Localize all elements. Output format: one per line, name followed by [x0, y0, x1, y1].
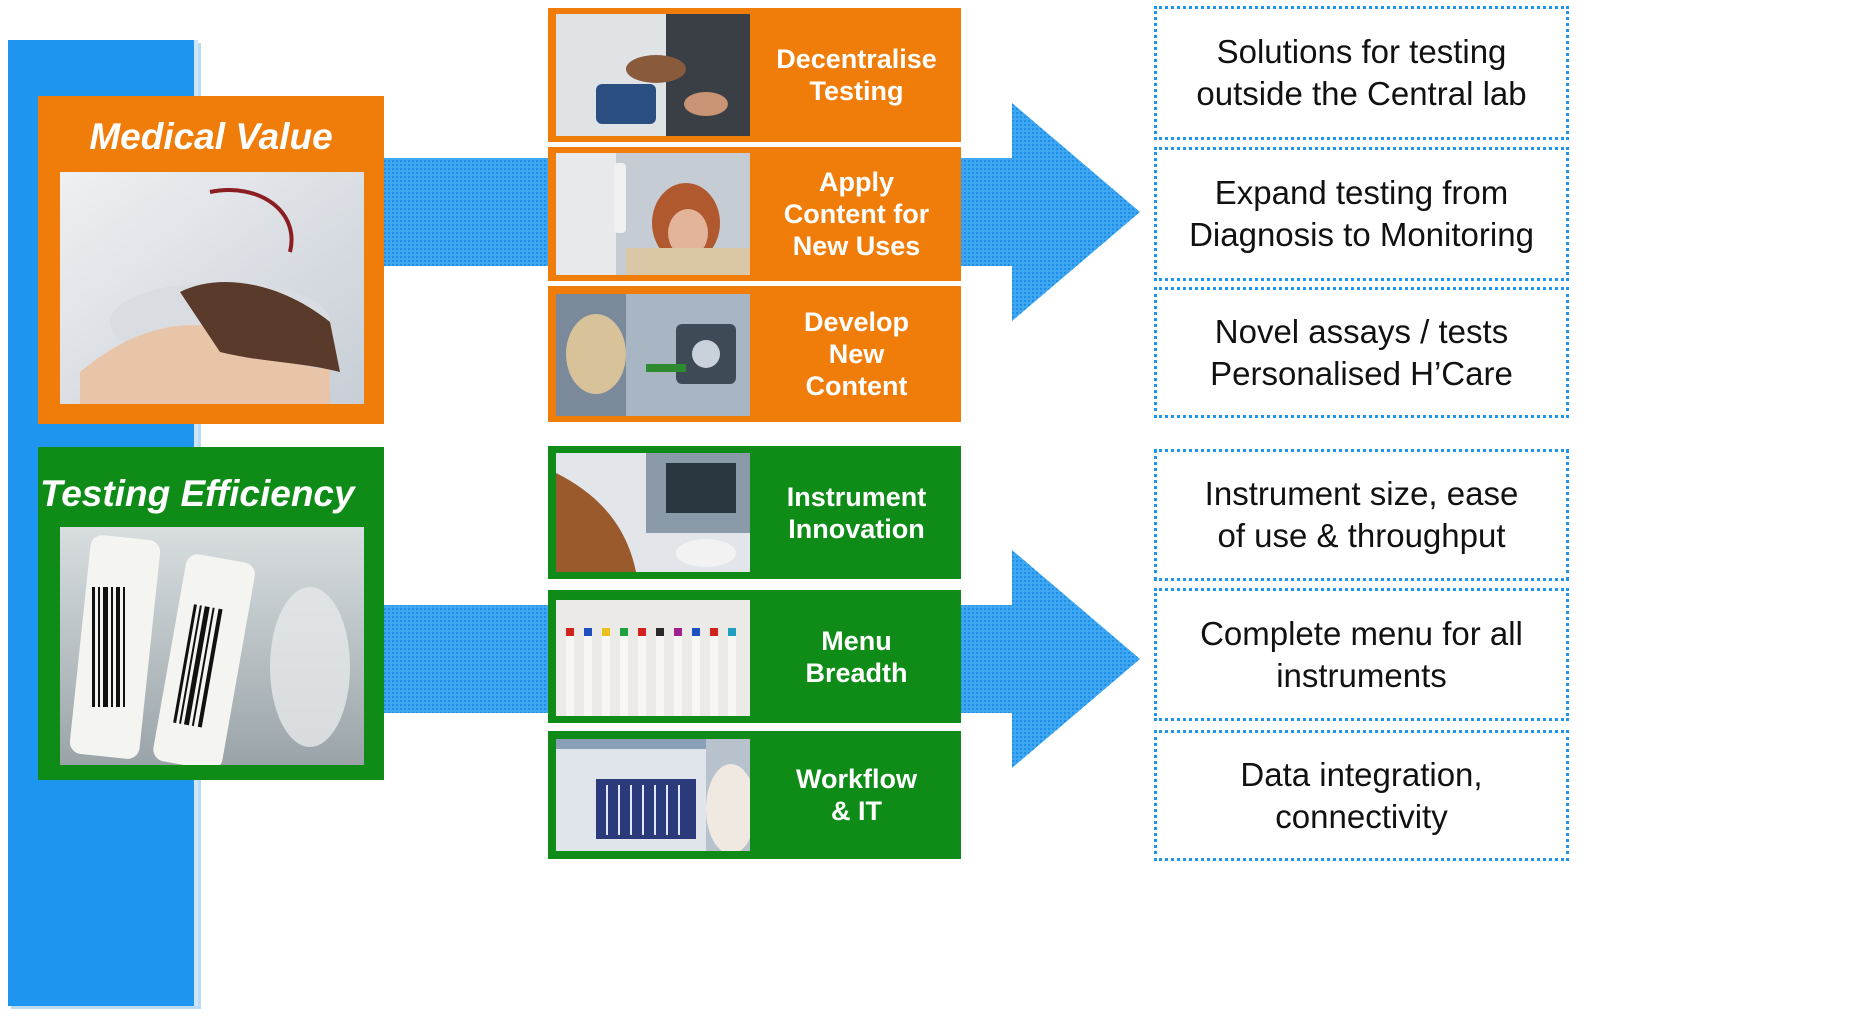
outcome-box: Complete menu for all instruments	[1154, 588, 1569, 721]
pillar-medical-value: Medical Value	[38, 96, 384, 424]
bottom-right-arrow-icon	[961, 550, 1140, 768]
test-tubes-photo	[556, 600, 750, 716]
outcome-box: Data integration, connectivity	[1154, 730, 1569, 861]
glucose-meter-photo	[556, 14, 750, 136]
hands-iv-photo	[60, 172, 364, 404]
card-instrument-innovation: Instrument Innovation	[548, 446, 961, 579]
pillar-title: Testing Efficiency	[40, 473, 355, 514]
software-screen-photo	[556, 739, 750, 851]
pillar-title: Medical Value	[89, 116, 333, 157]
outcome-box: Instrument size, ease of use & throughpu…	[1154, 449, 1569, 581]
lab-instrument-photo	[556, 453, 750, 572]
card-label: Develop New Content	[803, 307, 910, 401]
card-menu-breadth: Menu Breadth	[548, 590, 961, 723]
sample-tubes-photo	[60, 527, 364, 765]
outcome-box: Solutions for testing outside the Centra…	[1154, 6, 1569, 140]
pillar-testing-efficiency: Testing Efficiency	[38, 447, 384, 780]
card-label: Decentralise Testing	[776, 44, 937, 106]
top-right-arrow-icon	[961, 103, 1140, 321]
card-decentralise-testing: Decentralise Testing	[548, 8, 961, 142]
outcome-box: Expand testing from Diagnosis to Monitor…	[1154, 147, 1569, 281]
lab-researcher-photo	[556, 294, 750, 416]
card-develop-content: Develop New Content	[548, 286, 961, 422]
bottom-connector-band	[384, 605, 548, 713]
card-label: Menu Breadth	[805, 625, 908, 688]
card-label: Instrument Innovation	[786, 481, 927, 544]
card-label: Workflow & IT	[796, 764, 917, 826]
patient-bed-photo	[556, 153, 750, 275]
card-apply-content: Apply Content for New Uses	[548, 147, 961, 281]
card-workflow-it: Workflow & IT	[548, 731, 961, 859]
outcome-box: Novel assays / tests Personalised H’Care	[1154, 287, 1569, 418]
card-label: Apply Content for New Uses	[783, 167, 930, 261]
top-connector-band	[384, 158, 548, 266]
